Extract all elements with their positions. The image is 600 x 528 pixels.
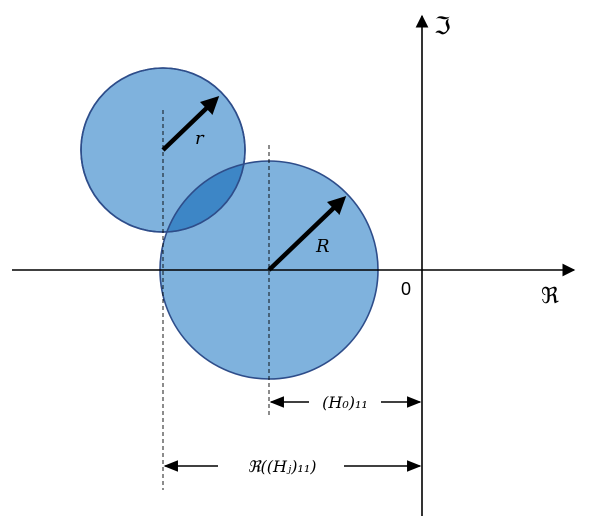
large-radius-label: R	[315, 236, 330, 257]
real-axis-label: ℜ	[541, 284, 559, 309]
small-radius-label: r	[195, 128, 205, 149]
origin-label: 0	[401, 279, 411, 299]
h0-dimension-label: (H₀)₁₁	[322, 393, 368, 412]
large-radius-arrow	[267, 196, 347, 272]
small-radius-arrow	[161, 96, 220, 152]
hj-dimension-label: ℜ((Hⱼ)₁₁)	[248, 457, 317, 476]
imaginary-axis-label: ℑ	[434, 12, 451, 40]
